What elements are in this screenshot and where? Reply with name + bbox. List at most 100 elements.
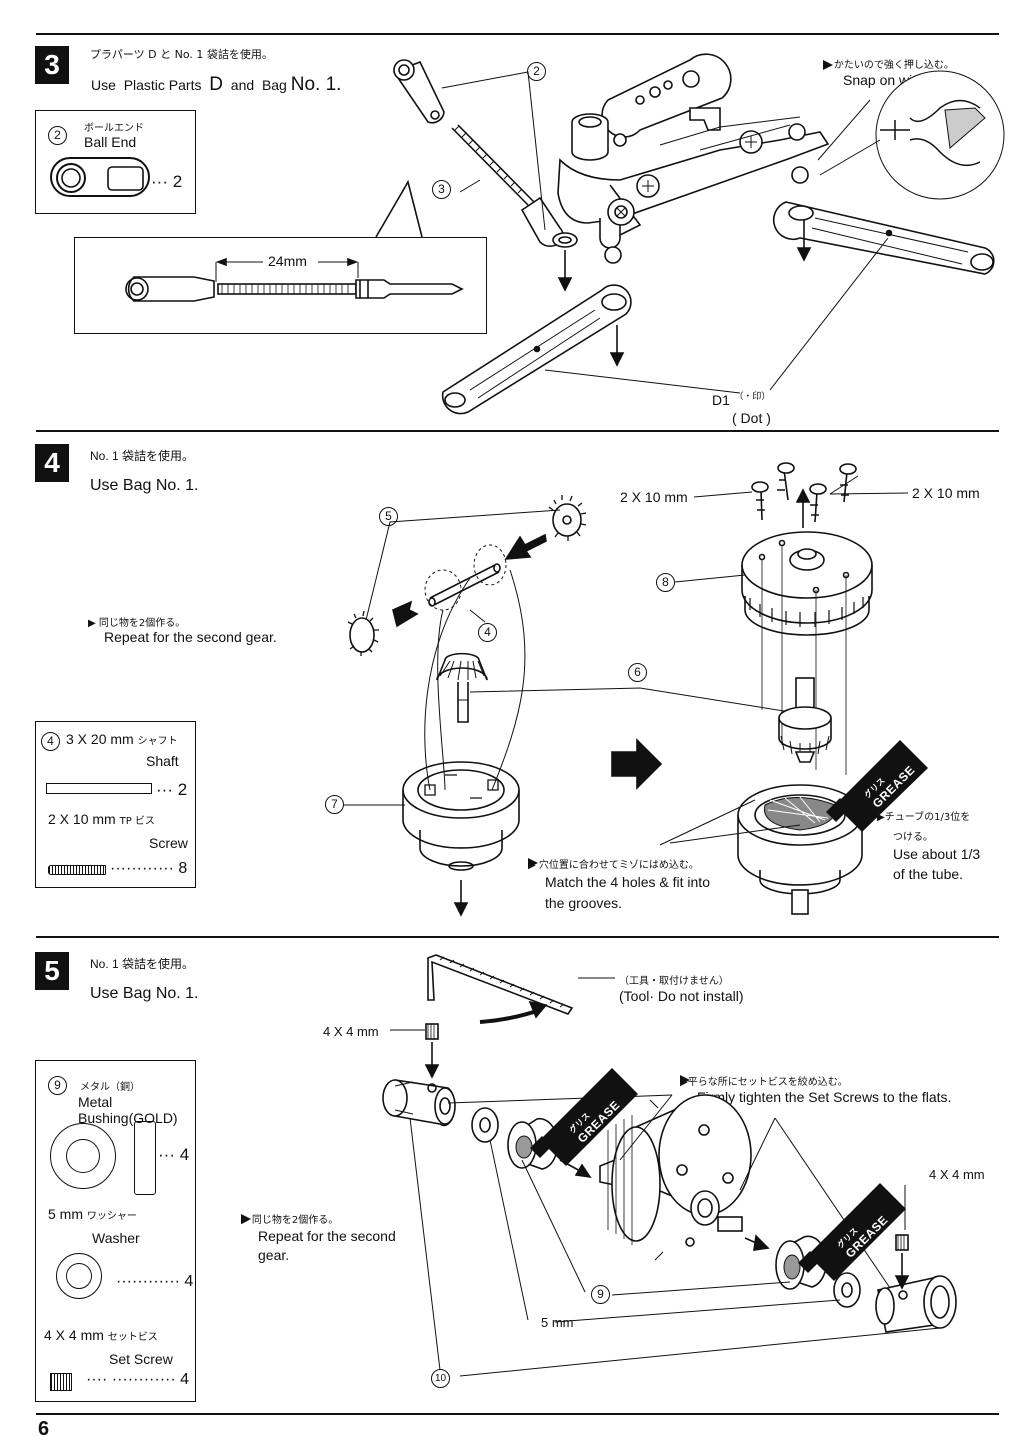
divider-4-5 bbox=[36, 936, 999, 938]
washer-qty: ············ 4 bbox=[116, 1273, 194, 1290]
ball-end-jp: ボールエンド bbox=[84, 123, 144, 134]
diff-case-greased bbox=[737, 784, 863, 915]
bushing-side-drawing bbox=[134, 1121, 156, 1195]
step5-repeat-jp: ▶ 同じ物を2個作る。 bbox=[241, 1215, 339, 1226]
bushing-qty: ··· 4 bbox=[158, 1145, 190, 1164]
d1-arm-right-drawing bbox=[772, 201, 995, 275]
side-gear-left bbox=[436, 652, 488, 723]
set-screw-size-b: 4 X 4 mm bbox=[929, 1167, 985, 1182]
tube-note-jp-1: ▶チューブの1/3位を bbox=[877, 812, 971, 823]
screw-qty: ············ 8 bbox=[110, 860, 188, 877]
step-3-en: Use Plastic Parts D and Bag No. 1. bbox=[91, 74, 342, 95]
step-5-en: Use Bag No. 1. bbox=[90, 985, 199, 1002]
step4-callout-5: 5 bbox=[379, 507, 398, 526]
screw-size-right: 2 X 10 mm bbox=[912, 485, 980, 501]
washer-size-label: 5 mm bbox=[541, 1315, 574, 1330]
step4-repeat-en: Repeat for the second gear. bbox=[104, 629, 277, 645]
step-4-en: Use Bag No. 1. bbox=[90, 477, 199, 494]
shaft-en: Shaft bbox=[146, 753, 179, 769]
ball-end-callout: 2 bbox=[48, 126, 67, 145]
tube-note-jp-2: つける。 bbox=[893, 832, 933, 843]
bushing-en: Metal Bushing(GOLD) bbox=[78, 1094, 178, 1126]
step-4-number: 4 bbox=[35, 444, 69, 482]
ball-end-top-drawing bbox=[392, 59, 445, 124]
rod-measure-box: 24mm bbox=[74, 237, 487, 334]
step4-callout-4: 4 bbox=[478, 623, 497, 642]
ball-end-qty: ··· 2 bbox=[151, 172, 183, 191]
step3-callout-2: 2 bbox=[527, 62, 546, 81]
step5-repeat-en-1: Repeat for the second bbox=[258, 1228, 396, 1244]
shaft-screw-parts-box: 4 3 X 20 mm シャフト Shaft ··· 2 2 X 10 mm T… bbox=[35, 721, 196, 888]
rod-length-label: 24mm bbox=[265, 253, 310, 269]
bottom-rule bbox=[36, 1413, 999, 1415]
d1-dot-label: ( Dot ) bbox=[732, 410, 771, 426]
diff-case-drawing bbox=[402, 761, 520, 871]
set-screw-size-a: 4 X 4 mm bbox=[323, 1024, 379, 1039]
washer-drawing bbox=[56, 1253, 102, 1299]
step5-callout-9: 9 bbox=[591, 1285, 610, 1304]
step4-callout-7: 7 bbox=[325, 795, 344, 814]
pinion-gear-top bbox=[548, 495, 587, 541]
shaft-size: 3 X 20 mm シャフト bbox=[66, 731, 178, 747]
match-holes-jp: ▶ 穴位置に合わせてミゾにはめ込む。 bbox=[528, 860, 699, 871]
set-screw-box-size: 4 X 4 mm セットビス bbox=[44, 1327, 158, 1343]
bushing-left bbox=[507, 1117, 559, 1170]
shaft-callout: 4 bbox=[41, 732, 60, 751]
step4-callout-8: 8 bbox=[656, 573, 675, 592]
match-holes-en-2: the grooves. bbox=[545, 895, 623, 911]
step-5-jp: No. 1 袋詰を使用。 bbox=[90, 957, 195, 971]
step-4-jp: No. 1 袋詰を使用。 bbox=[90, 449, 195, 463]
step5-repeat-en-2: gear. bbox=[258, 1247, 290, 1263]
washer-box-size: 5 mm ワッシャー bbox=[48, 1206, 137, 1222]
ball-end-en: Ball End bbox=[84, 134, 137, 150]
tool-note-jp: （工具・取付けません） bbox=[619, 976, 729, 987]
bushing-face-drawing bbox=[50, 1123, 116, 1189]
d1-label: D1 （・印） bbox=[712, 392, 771, 408]
threaded-rod-drawing bbox=[451, 124, 578, 248]
screw-en: Screw bbox=[149, 835, 188, 851]
flats-note-jp: ▶平らな所にセットビスを絞め込む。 bbox=[680, 1077, 848, 1088]
washer-hole bbox=[66, 1263, 92, 1289]
set-screw-en: Set Screw bbox=[109, 1351, 173, 1367]
screw-size: 2 X 10 mm TP ビス bbox=[48, 811, 155, 827]
step-3-number: 3 bbox=[35, 46, 69, 84]
pliers-note-jp: ▶ かたいので強く押し込む。 bbox=[823, 60, 954, 71]
step5-callout-10: 10 bbox=[431, 1368, 450, 1388]
flats-note-en: Firmly tighten the Set Screws to the fla… bbox=[697, 1089, 952, 1105]
bushing-hole bbox=[66, 1139, 100, 1173]
step4-repeat-jp: ▶ 同じ物を2個作る。 bbox=[88, 618, 186, 629]
cup-joint-left bbox=[382, 1079, 456, 1127]
pliers-note-en: Snap on with pliers. bbox=[843, 72, 966, 88]
ball-end-parts-box: 2 ボールエンド Ball End ··· 2 bbox=[35, 110, 196, 214]
steering-assembly-drawing bbox=[557, 53, 830, 264]
side-gear-right bbox=[778, 677, 832, 763]
tube-note-en-1: Use about 1/3 bbox=[893, 846, 981, 862]
step3-callout-3: 3 bbox=[432, 180, 451, 199]
spur-gear-drawing bbox=[741, 531, 873, 636]
set-screw-drawing bbox=[50, 1373, 72, 1391]
diff-assembly-drawing bbox=[599, 1094, 752, 1261]
step4-callout-6: 6 bbox=[628, 663, 647, 682]
tube-note-en-2: of the tube. bbox=[893, 866, 964, 882]
shaft-qty: ··· 2 bbox=[156, 780, 188, 799]
bushing-washer-parts-box: 9 メタル（銅） Metal Bushing(GOLD) ··· 4 5 mm … bbox=[35, 1060, 196, 1402]
step-3-jp: プラパーツ D と No. 1 袋詰を使用。 bbox=[90, 48, 273, 61]
shaft-drawing bbox=[46, 783, 152, 794]
washer-en: Washer bbox=[92, 1230, 140, 1246]
screw-drawing bbox=[48, 865, 106, 875]
cup-joint-right bbox=[875, 1275, 957, 1333]
bushing-jp: メタル（銅） bbox=[80, 1082, 140, 1093]
tp-screws-drawing bbox=[751, 462, 857, 523]
pinion-gear-left bbox=[347, 610, 379, 656]
tool-note-en: (Tool· Do not install) bbox=[619, 988, 744, 1004]
top-rule bbox=[36, 33, 999, 35]
hex-wrench-drawing bbox=[427, 954, 574, 1015]
bushing-right bbox=[775, 1235, 828, 1290]
bushing-callout: 9 bbox=[48, 1076, 67, 1095]
set-screw-qty: ···· ············ 4 bbox=[86, 1371, 190, 1388]
screw-size-left: 2 X 10 mm bbox=[620, 489, 688, 505]
divider-3-4 bbox=[36, 430, 999, 432]
